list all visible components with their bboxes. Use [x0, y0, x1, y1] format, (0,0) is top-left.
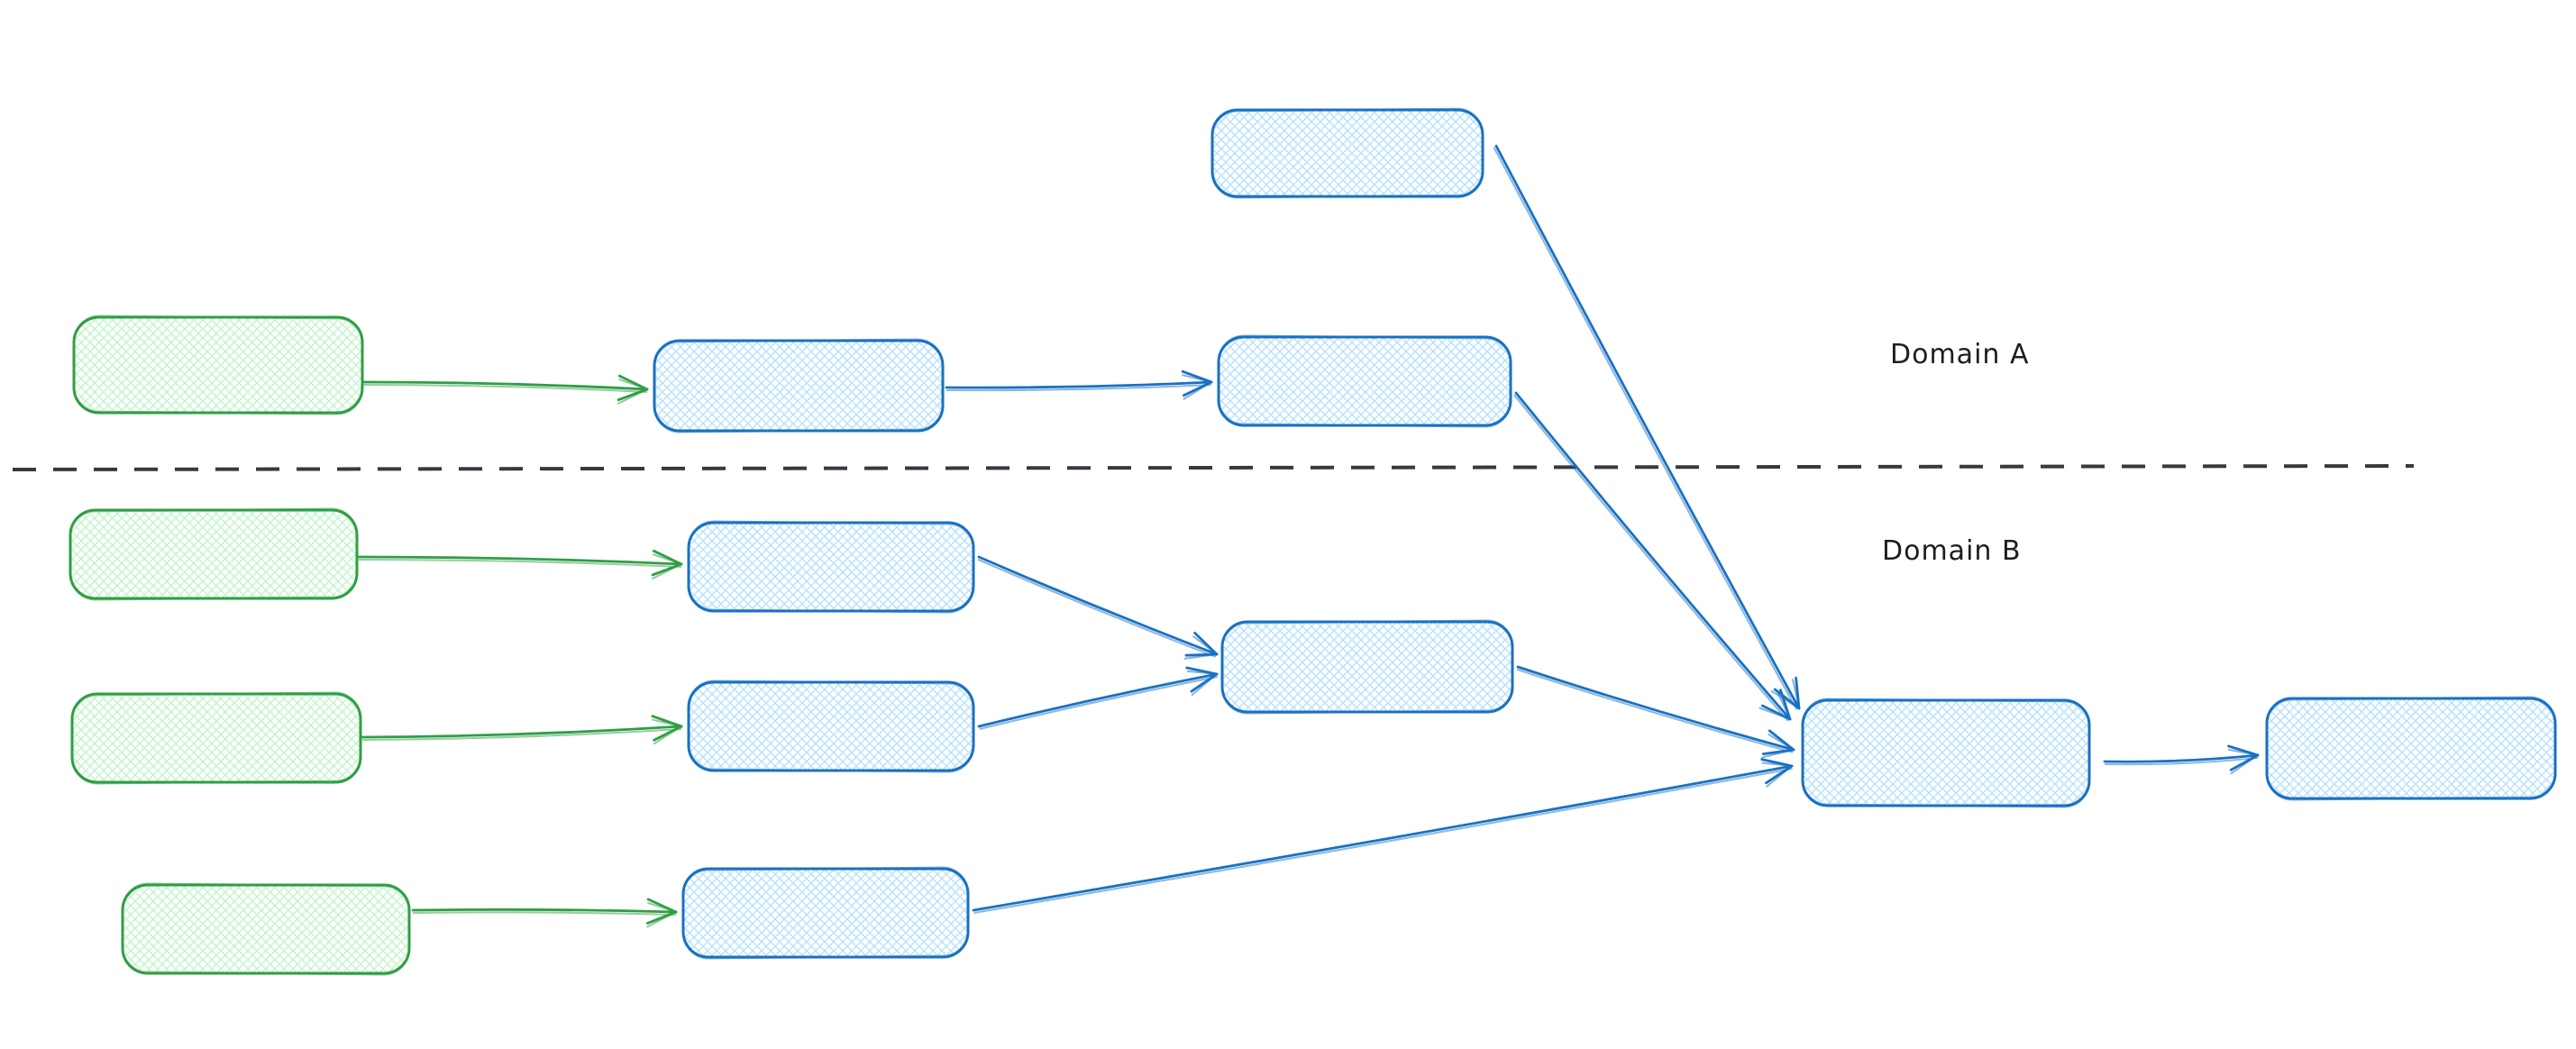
node-stage1-a[interactable] [653, 338, 945, 433]
domain-a-label[interactable]: Domain A [1890, 339, 2030, 370]
node-source-b1[interactable] [69, 507, 359, 601]
edge-aggregator-to-output[interactable] [2103, 744, 2260, 775]
edge-source-b2-to-stage1-b2[interactable] [361, 715, 683, 745]
node-merge-b[interactable] [1220, 619, 1514, 715]
node-source-b2[interactable] [70, 691, 362, 785]
node-stage1-b1[interactable] [687, 520, 975, 614]
node-aggregator[interactable] [1801, 698, 2091, 808]
domain-divider-dashed-line[interactable] [12, 464, 2415, 471]
node-top-source-a[interactable] [1210, 107, 1484, 199]
edge-source-b3-to-stage1-b3[interactable] [411, 898, 678, 928]
node-stage2-a[interactable] [1217, 334, 1512, 428]
edge-stage1-a-to-stage2-a[interactable] [945, 369, 1213, 400]
edge-source-b1-to-stage1-b1[interactable] [357, 549, 683, 579]
edge-stage1-b1-to-merge-b[interactable] [977, 555, 1219, 660]
edge-top-source-a-to-aggregator[interactable] [1493, 144, 1801, 710]
domain-b-label[interactable]: Domain B [1882, 535, 2022, 567]
edge-stage1-b3-to-aggregator[interactable] [972, 758, 1794, 914]
node-output[interactable] [2265, 696, 2557, 801]
edge-stage1-b2-to-merge-b[interactable] [977, 666, 1219, 730]
edge-merge-b-to-aggregator[interactable] [1516, 665, 1795, 759]
node-stage1-b3[interactable] [681, 866, 970, 960]
node-source-a[interactable] [72, 315, 364, 415]
node-source-b3[interactable] [121, 882, 411, 976]
edge-source-a-to-stage1-a[interactable] [362, 374, 649, 405]
edge-stage2-a-to-aggregator[interactable] [1512, 391, 1792, 722]
node-stage1-b2[interactable] [687, 680, 975, 773]
